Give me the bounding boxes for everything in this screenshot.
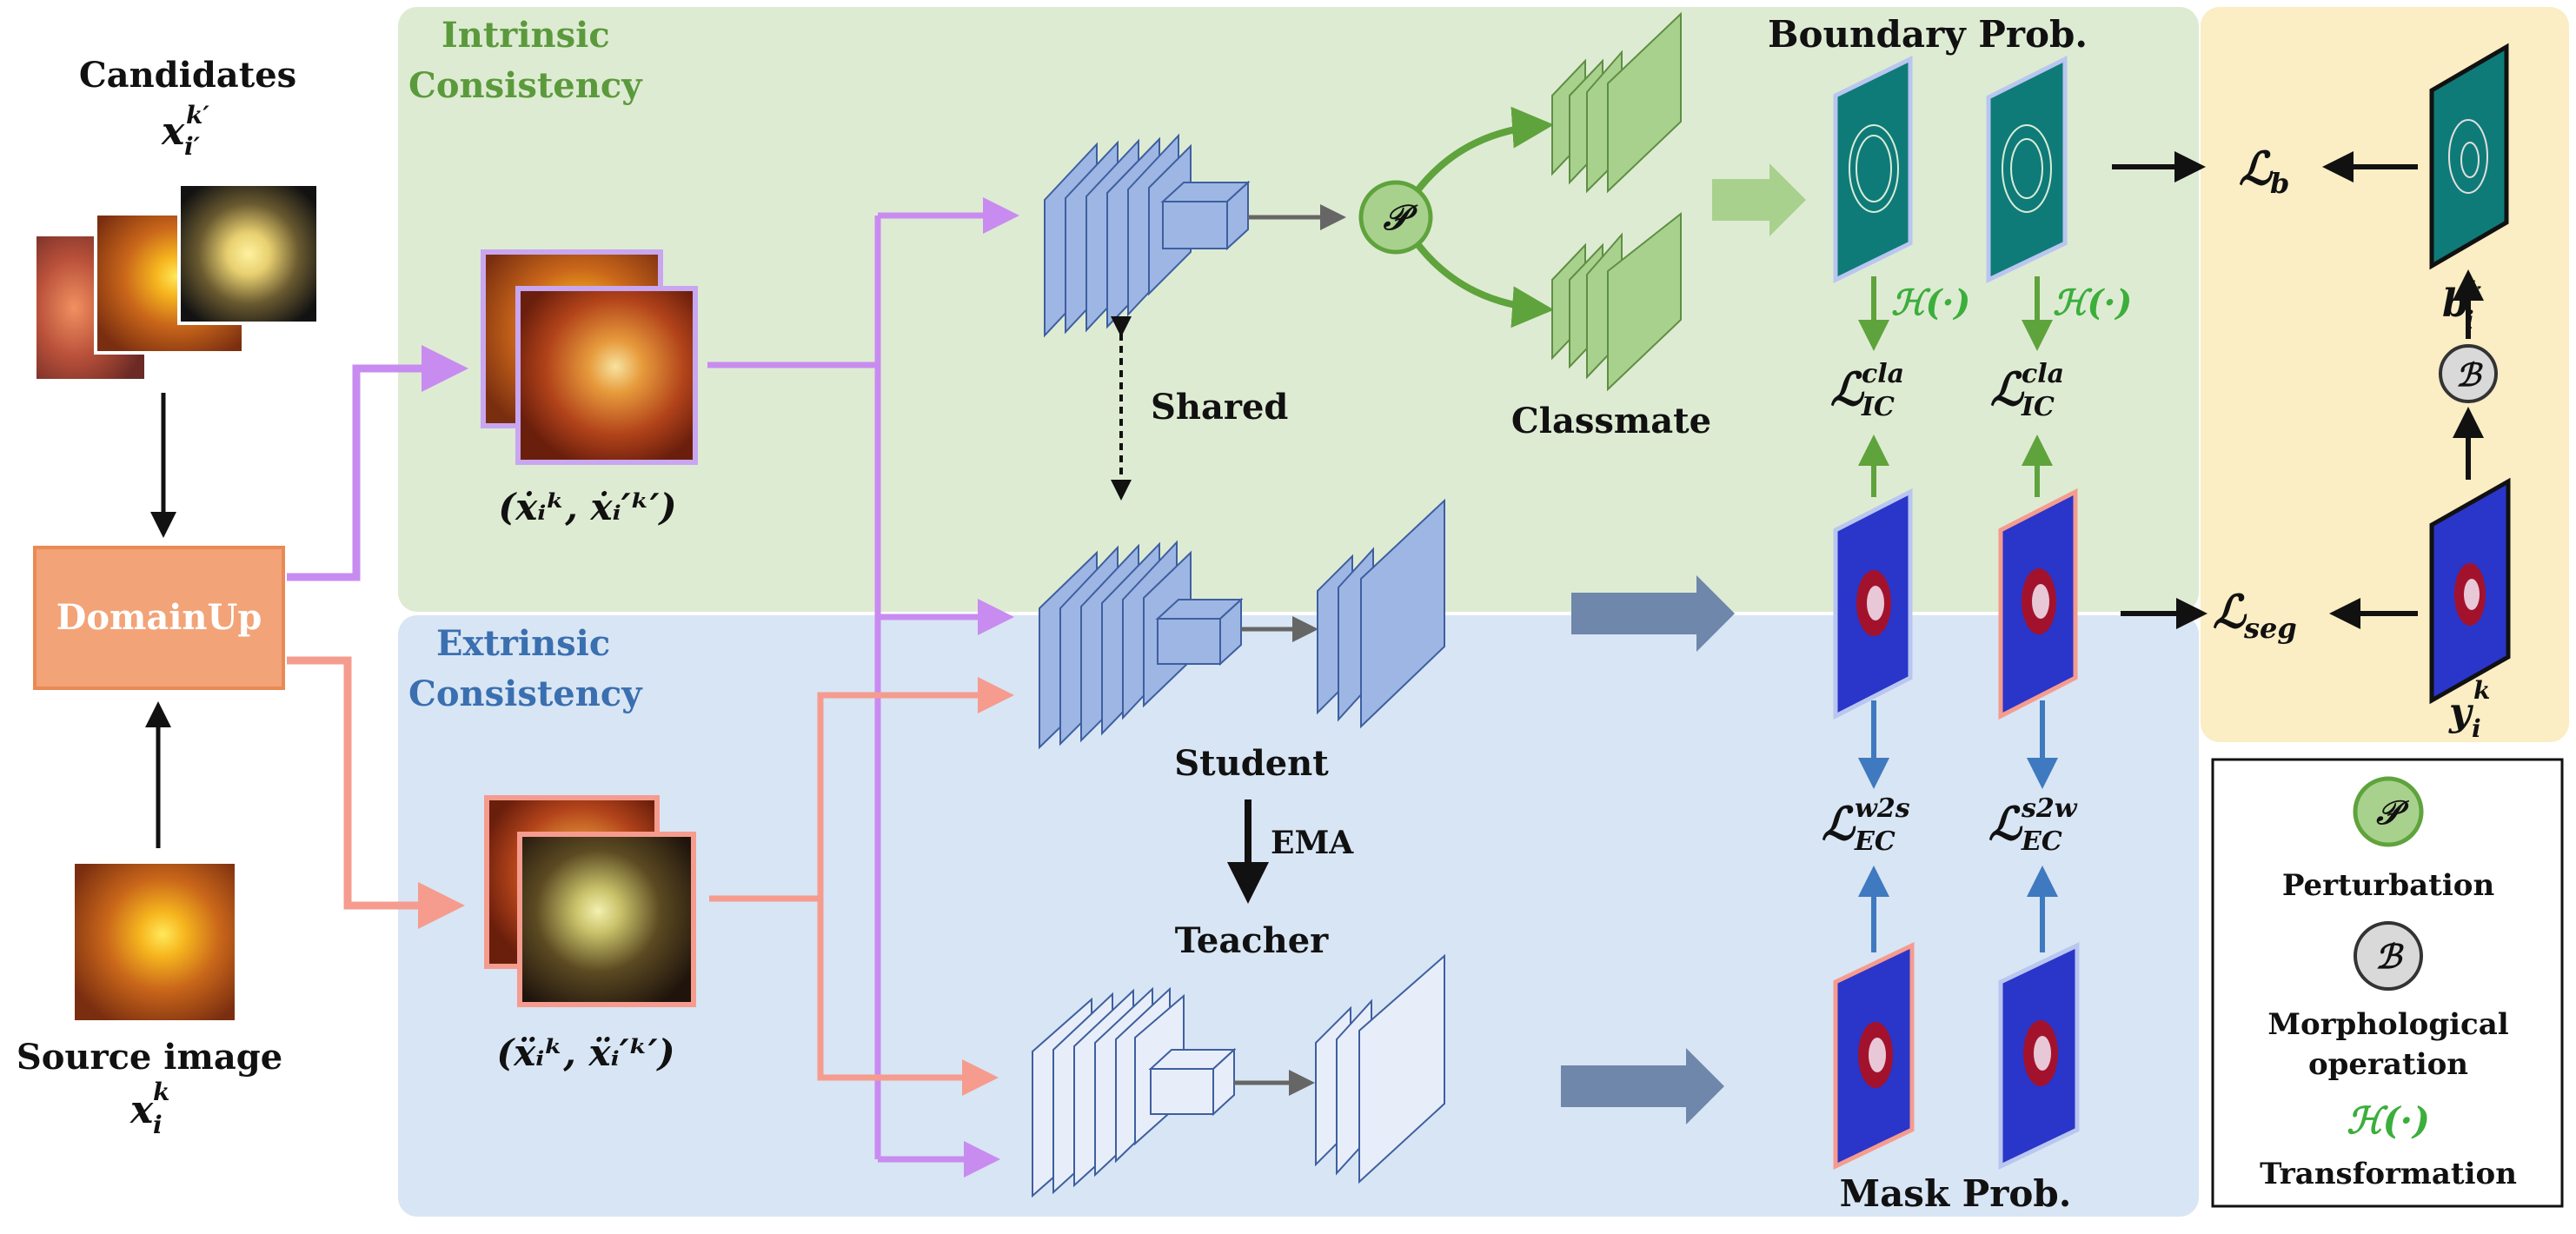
- svg-text:EC: EC: [1854, 826, 1895, 857]
- legend-morphological-label-1: Morphological: [2267, 1007, 2508, 1042]
- classmate-decoder-top: [1551, 11, 1682, 194]
- h-transform-right: ℋ(·): [2053, 282, 2132, 323]
- loss-ic-right: ℒ cla IC: [1990, 359, 2064, 422]
- candidates-math: x k′ i′: [161, 101, 209, 161]
- svg-text:cla: cla: [1862, 359, 1904, 389]
- svg-text:y: y: [2448, 690, 2474, 734]
- top-image-pair: [481, 249, 698, 465]
- arrow-perturb-to-classmate-top: [1415, 106, 1554, 192]
- legend-transform-label: Transformation: [2260, 1157, 2517, 1191]
- top-pair-label: (ẋᵢᵏ, ẋᵢ′ᵏ′): [498, 486, 676, 528]
- student-encoder-network: [1039, 540, 1244, 750]
- flow-arrow-classmate-to-boundary: [1712, 163, 1806, 236]
- student-label: Student: [1174, 743, 1329, 784]
- bottom-pair-label: (ẍᵢᵏ, ẍᵢ′ᵏ′): [496, 1032, 674, 1074]
- boundary-title: Boundary Prob.: [1768, 13, 2088, 56]
- svg-text:ℒ: ℒ: [2239, 143, 2274, 196]
- source-label: Source image: [17, 1037, 282, 1078]
- svg-text:ℒ: ℒ: [1830, 363, 1865, 416]
- svg-text:i′: i′: [184, 132, 201, 161]
- svg-text:i: i: [153, 1111, 163, 1139]
- svg-text:i: i: [2472, 714, 2481, 743]
- source-image: [75, 864, 235, 1020]
- svg-text:b: b: [2270, 167, 2289, 200]
- teacher-decoder-network: [1315, 953, 1445, 1184]
- morphological-node: [2439, 344, 2498, 403]
- salmon-routing: [709, 677, 1014, 1096]
- ema-label: EMA: [1271, 825, 1354, 861]
- domainup-label: DomainUp: [56, 597, 262, 638]
- svg-text:w2s: w2s: [1855, 793, 1910, 824]
- h-transform-left: ℋ(·): [1891, 282, 1970, 323]
- gt-mask: [2429, 477, 2511, 705]
- classmate-label: Classmate: [1511, 401, 1711, 441]
- flow-arrow-student-to-mask: [1571, 575, 1735, 652]
- loss-boundary: ℒ b: [2239, 143, 2289, 200]
- svg-text:IC: IC: [2021, 392, 2055, 422]
- svg-text:ℒ: ℒ: [1988, 798, 2023, 851]
- mask-title: Mask Prob.: [1840, 1172, 2072, 1215]
- teacher-label: Teacher: [1175, 920, 1329, 961]
- legend-morphological-label-2: operation: [2308, 1047, 2468, 1082]
- legend-perturbation-label: Perturbation: [2282, 868, 2494, 903]
- legend-perturbation-icon: [2353, 776, 2424, 847]
- svg-text:ℒ: ℒ: [2213, 586, 2247, 639]
- domainup-box: [33, 546, 285, 690]
- svg-text:seg: seg: [2243, 612, 2297, 645]
- svg-text:x: x: [161, 109, 185, 154]
- morphological-symbol: ℬ: [2456, 357, 2484, 394]
- arrow-domainup-to-top-pair: [287, 345, 468, 581]
- legend-morphological-symbol: ℬ: [2375, 937, 2404, 976]
- teacher-mask-left: [1833, 942, 1915, 1170]
- svg-text:ℒ: ℒ: [1822, 798, 1856, 851]
- loss-ic-left: ℒ cla IC: [1830, 359, 1904, 422]
- svg-text:cla: cla: [2022, 359, 2064, 389]
- svg-text:x: x: [129, 1088, 154, 1132]
- gt-mask-label: y k i: [2448, 676, 2490, 743]
- arrow-perturb-to-classmate-bottom: [1415, 242, 1554, 328]
- teacher-encoder-network: [1032, 986, 1237, 1198]
- svg-text:ℒ: ℒ: [1990, 363, 2025, 416]
- boundary-map-right: [1986, 55, 2068, 283]
- extrinsic-consistency-panel: [398, 615, 2199, 1217]
- perturbation-node: [1358, 180, 1433, 255]
- svg-text:EC: EC: [2021, 826, 2062, 857]
- legend-morphological-icon: [2354, 921, 2423, 991]
- loss-seg: ℒ seg: [2213, 586, 2297, 645]
- svg-text:s2w: s2w: [2021, 793, 2078, 824]
- student-mask-right: [1998, 488, 2078, 720]
- bottom-image-pair: [484, 795, 696, 1007]
- purple-routing: [707, 197, 1019, 1178]
- shared-label: Shared: [1151, 387, 1288, 428]
- svg-text:k: k: [153, 1078, 169, 1106]
- student-mask-left: [1833, 488, 1913, 720]
- flow-arrow-teacher-to-mask: [1561, 1048, 1724, 1125]
- arrow-domainup-to-bottom-pair: [287, 656, 465, 929]
- loss-ec-w2s: ℒ w2s EC: [1822, 793, 1910, 857]
- loss-ec-s2w: ℒ s2w EC: [1988, 793, 2078, 857]
- candidate-images: [37, 182, 320, 379]
- svg-text:IC: IC: [1861, 392, 1895, 422]
- teacher-mask-right: [1998, 942, 2080, 1170]
- intrinsic-title-line2: Consistency: [408, 65, 643, 106]
- intrinsic-title-line1: Intrinsic: [442, 15, 610, 56]
- source-math: x k i: [129, 1078, 169, 1139]
- classmate-decoder-bottom: [1551, 211, 1682, 392]
- gt-boundary-map: [2429, 43, 2509, 270]
- candidates-label: Candidates: [79, 55, 296, 96]
- boundary-map-left: [1833, 55, 1913, 284]
- svg-text:k: k: [2473, 676, 2490, 705]
- shared-encoder-network: [1044, 133, 1251, 338]
- svg-text:k′: k′: [186, 101, 209, 129]
- extrinsic-title-line2: Consistency: [408, 673, 643, 714]
- intrinsic-consistency-panel: [398, 7, 2199, 612]
- extrinsic-title-line1: Extrinsic: [436, 623, 610, 664]
- legend-transform-symbol: ℋ(·): [2347, 1099, 2430, 1142]
- student-decoder-network: [1317, 498, 1445, 729]
